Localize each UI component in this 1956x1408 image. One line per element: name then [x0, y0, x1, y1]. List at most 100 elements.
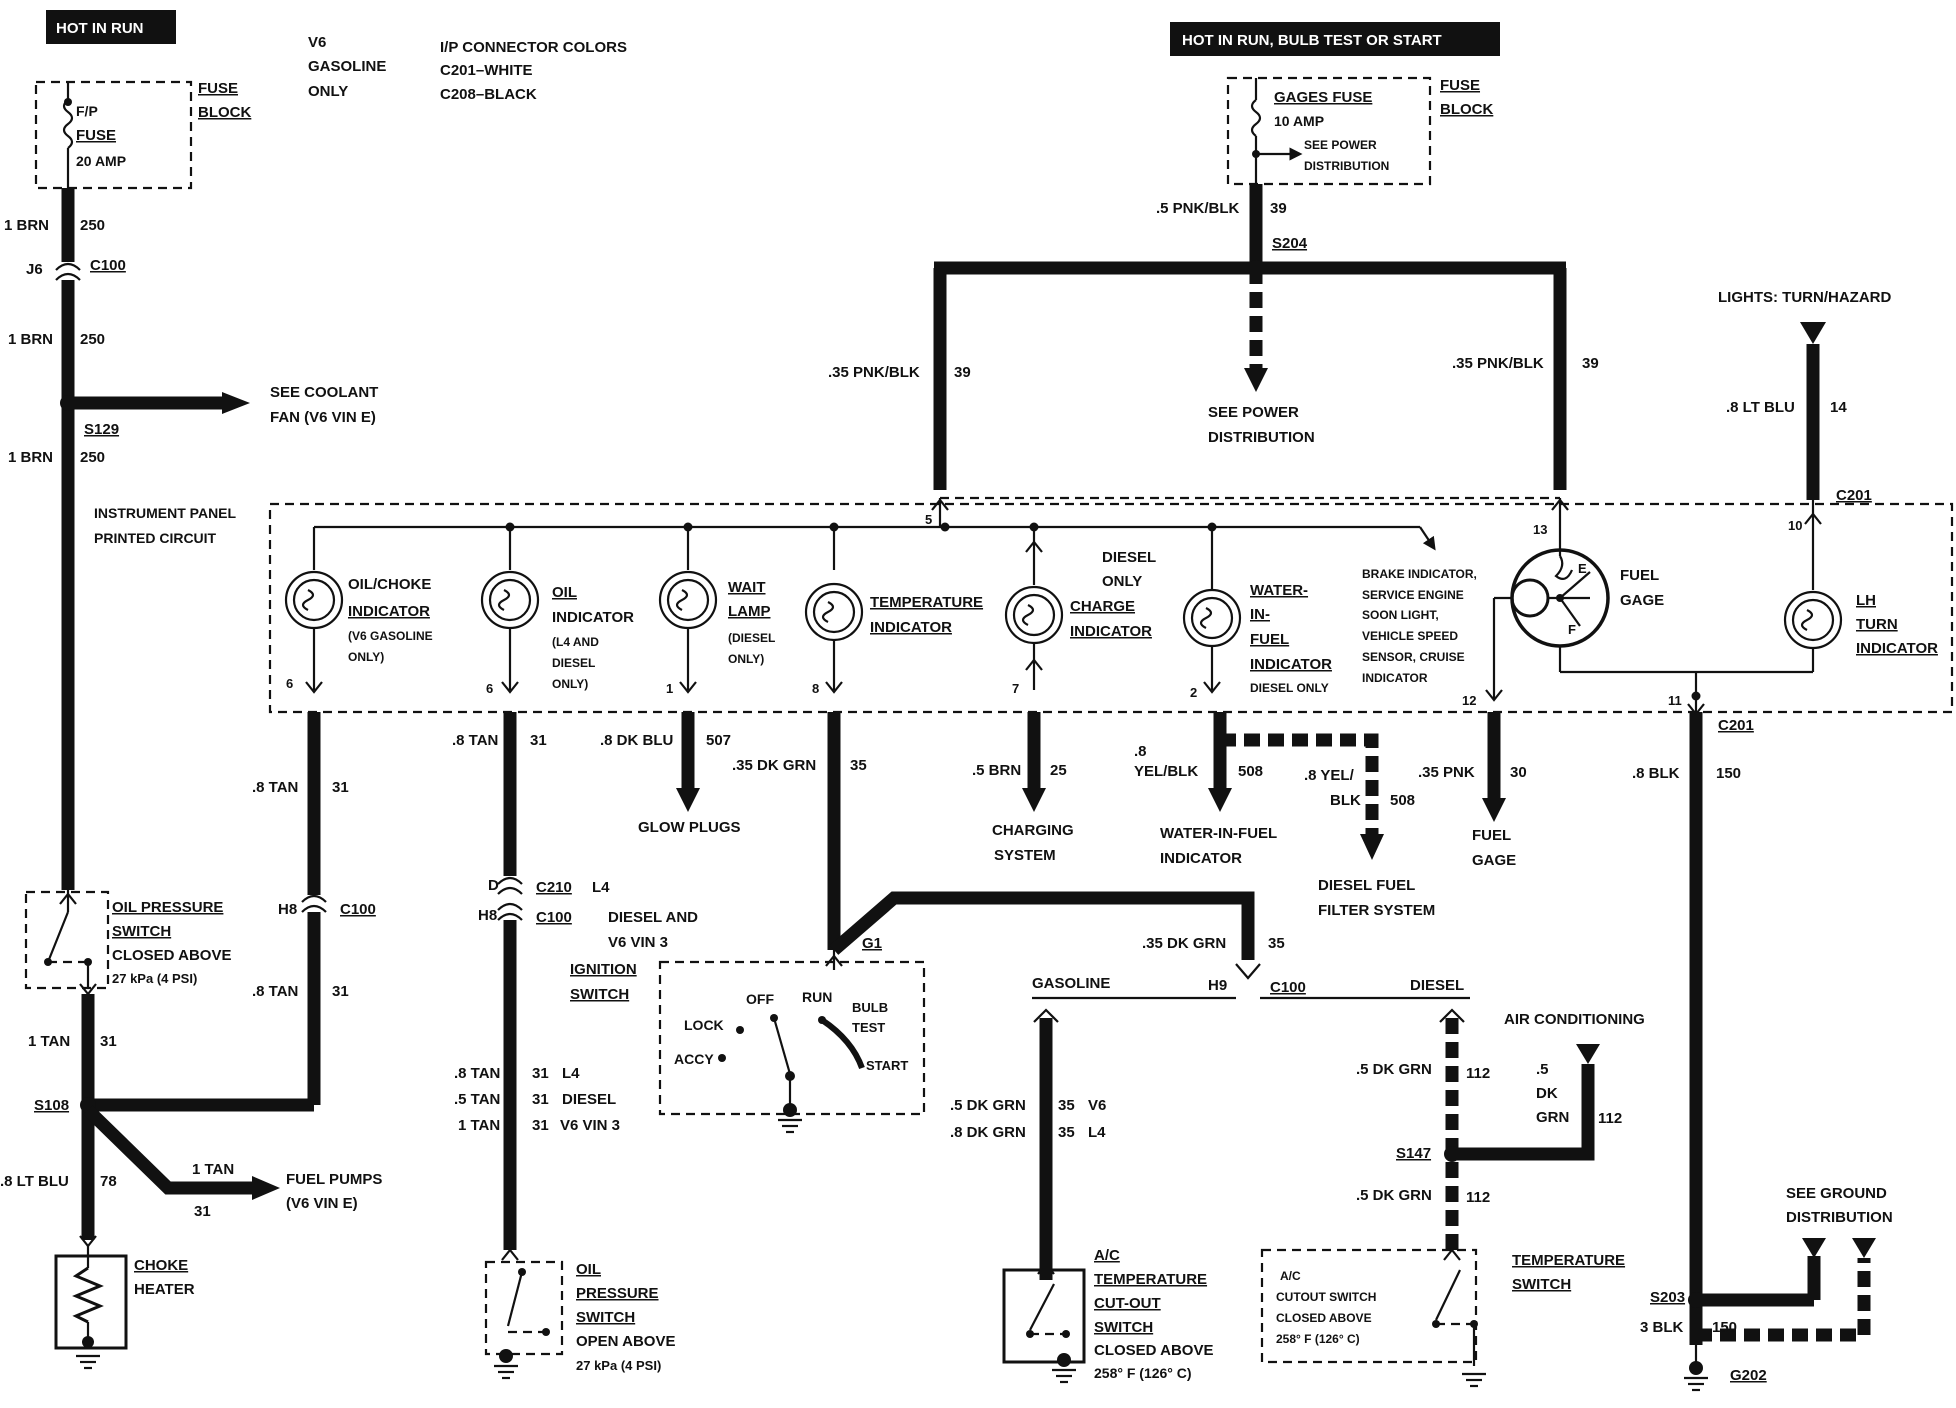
temperature-switch-group: .35 DK GRN 35 H9 C100 GASOLINE DIESEL AI… [950, 935, 1645, 1388]
svg-text:S203: S203 [1650, 1289, 1685, 1306]
svg-text:DIESEL FUEL: DIESEL FUEL [1318, 877, 1415, 894]
svg-text:SERVICE ENGINE: SERVICE ENGINE [1362, 588, 1464, 602]
svg-text:BLOCK: BLOCK [198, 104, 251, 121]
svg-text:DIESEL: DIESEL [562, 1091, 616, 1108]
svg-text:.5 DK GRN: .5 DK GRN [950, 1097, 1026, 1114]
svg-text:.8 YEL/: .8 YEL/ [1304, 767, 1355, 784]
svg-text:.35 DK GRN: .35 DK GRN [1142, 935, 1226, 952]
svg-text:35: 35 [1268, 935, 1285, 952]
svg-text:HOT IN RUN, BULB TEST OR START: HOT IN RUN, BULB TEST OR START [1182, 32, 1442, 49]
svg-text:FUEL: FUEL [1620, 567, 1659, 584]
fp-fuse-block: F/P FUSE 20 AMP FUSE BLOCK [34, 80, 251, 190]
svg-text:CUT-OUT: CUT-OUT [1094, 1295, 1161, 1312]
svg-text:.8 LT BLU: .8 LT BLU [1726, 399, 1795, 416]
svg-text:27 kPa (4 PSI): 27 kPa (4 PSI) [576, 1358, 661, 1373]
svg-text:V6: V6 [1088, 1097, 1106, 1114]
temperature-lamp: 8 TEMPERATURE INDICATOR [804, 527, 983, 696]
svg-text:1 TAN: 1 TAN [192, 1161, 234, 1178]
svg-text:27 kPa (4 PSI): 27 kPa (4 PSI) [112, 971, 197, 986]
svg-text:FUSE: FUSE [76, 127, 116, 144]
svg-text:ONLY: ONLY [308, 83, 348, 100]
lh-turn-lamp: LH TURN INDICATOR [1783, 590, 1938, 672]
svg-text:INDICATOR: INDICATOR [1250, 656, 1332, 673]
svg-text:508: 508 [1238, 763, 1263, 780]
svg-text:LAMP: LAMP [728, 603, 771, 620]
svg-text:LH: LH [1856, 592, 1876, 609]
svg-text:GASOLINE: GASOLINE [1032, 975, 1110, 992]
svg-text:10: 10 [1788, 518, 1802, 533]
svg-text:SWITCH: SWITCH [1512, 1276, 1571, 1293]
svg-text:.8 TAN: .8 TAN [454, 1065, 500, 1082]
svg-text:1 BRN: 1 BRN [4, 217, 49, 234]
svg-text:BULB: BULB [852, 1000, 888, 1015]
svg-text:OIL PRESSURE: OIL PRESSURE [112, 899, 223, 916]
svg-text:INDICATOR: INDICATOR [552, 609, 634, 626]
svg-text:A/C: A/C [1094, 1247, 1120, 1264]
svg-text:150: 150 [1712, 1319, 1737, 1336]
svg-text:E: E [1578, 561, 1587, 576]
svg-text:30: 30 [1510, 764, 1527, 781]
svg-text:39: 39 [1582, 355, 1599, 372]
svg-text:H9: H9 [1208, 977, 1227, 994]
svg-text:S129: S129 [84, 421, 119, 438]
svg-text:INDICATOR: INDICATOR [1070, 623, 1152, 640]
svg-text:SWITCH: SWITCH [112, 923, 171, 940]
svg-text:FUSE: FUSE [198, 80, 238, 97]
wait-lamp: 1 WAIT LAMP (DIESEL ONLY) [658, 527, 775, 696]
svg-text:J6: J6 [26, 261, 43, 278]
svg-text:LOCK: LOCK [684, 1017, 724, 1033]
svg-text:OIL: OIL [552, 584, 577, 601]
svg-text:ONLY): ONLY) [348, 650, 384, 664]
svg-text:508: 508 [1390, 792, 1415, 809]
fuel-gage: E F 12 FUEL GAGE [1462, 548, 1813, 708]
svg-text:DIESEL ONLY: DIESEL ONLY [1250, 681, 1329, 695]
svg-text:SEE POWER: SEE POWER [1304, 138, 1377, 152]
svg-text:.8 LT BLU: .8 LT BLU [0, 1173, 69, 1190]
svg-text:C201: C201 [1836, 487, 1872, 504]
svg-text:20 AMP: 20 AMP [76, 153, 126, 169]
svg-text:.8 TAN: .8 TAN [252, 983, 298, 1000]
svg-text:1: 1 [666, 681, 673, 696]
svg-text:H8: H8 [278, 901, 297, 918]
svg-text:TEMPERATURE: TEMPERATURE [1512, 1252, 1625, 1269]
svg-text:PRINTED CIRCUIT: PRINTED CIRCUIT [94, 530, 217, 546]
svg-text:BRAKE INDICATOR,: BRAKE INDICATOR, [1362, 567, 1477, 581]
svg-text:112: 112 [1598, 1110, 1622, 1127]
svg-text:H8: H8 [478, 907, 497, 924]
svg-text:SOON LIGHT,: SOON LIGHT, [1362, 608, 1439, 622]
svg-text:FUSE: FUSE [1440, 77, 1480, 94]
oil-choke-lamp: 6 OIL/CHOKE INDICATOR (V6 GASOLINE ONLY) [284, 527, 433, 694]
svg-text:(L4 AND: (L4 AND [552, 635, 599, 649]
svg-text:A/C: A/C [1280, 1269, 1301, 1283]
svg-text:31: 31 [332, 983, 349, 1000]
svg-text:F: F [1568, 622, 1576, 637]
svg-text:CLOSED ABOVE: CLOSED ABOVE [112, 947, 231, 964]
svg-text:AIR CONDITIONING: AIR CONDITIONING [1504, 1011, 1645, 1028]
svg-text:35: 35 [1058, 1097, 1075, 1114]
svg-text:HOT IN RUN: HOT IN RUN [56, 20, 144, 37]
oil-pressure-switch-left: OIL PRESSURE SWITCH CLOSED ABOVE 27 kPa … [0, 890, 382, 1240]
svg-text:TEST: TEST [852, 1020, 885, 1035]
svg-text:258° F (126° C): 258° F (126° C) [1276, 1332, 1360, 1346]
svg-text:.8 DK GRN: .8 DK GRN [950, 1124, 1026, 1141]
svg-text:YEL/BLK: YEL/BLK [1134, 763, 1198, 780]
svg-text:LIGHTS: TURN/HAZARD: LIGHTS: TURN/HAZARD [1718, 289, 1891, 306]
svg-text:SYSTEM: SYSTEM [994, 847, 1056, 864]
svg-text:GAGE: GAGE [1472, 852, 1516, 869]
brake-indicator-group: BRAKE INDICATOR, SERVICE ENGINE SOON LIG… [1362, 567, 1477, 685]
svg-text:6: 6 [486, 681, 493, 696]
svg-text:14: 14 [1830, 399, 1847, 416]
wire-250: 1 BRN 250 J6 C100 1 BRN 250 SEE COOLANT … [4, 188, 378, 890]
svg-text:CLOSED ABOVE: CLOSED ABOVE [1094, 1342, 1213, 1359]
svg-text:FUEL: FUEL [1472, 827, 1511, 844]
svg-text:SEE COOLANT: SEE COOLANT [270, 384, 378, 401]
hot-in-run-bulb-header: HOT IN RUN, BULB TEST OR START [1170, 22, 1500, 56]
svg-text:L4: L4 [562, 1065, 580, 1082]
svg-text:SENSOR, CRUISE: SENSOR, CRUISE [1362, 650, 1465, 664]
svg-text:CLOSED ABOVE: CLOSED ABOVE [1276, 1311, 1372, 1325]
svg-text:WAIT: WAIT [728, 579, 766, 596]
svg-text:DIESEL: DIESEL [1102, 549, 1156, 566]
svg-text:G1: G1 [862, 935, 882, 952]
svg-text:TURN: TURN [1856, 616, 1898, 633]
svg-text:FUEL PUMPS: FUEL PUMPS [286, 1171, 382, 1188]
